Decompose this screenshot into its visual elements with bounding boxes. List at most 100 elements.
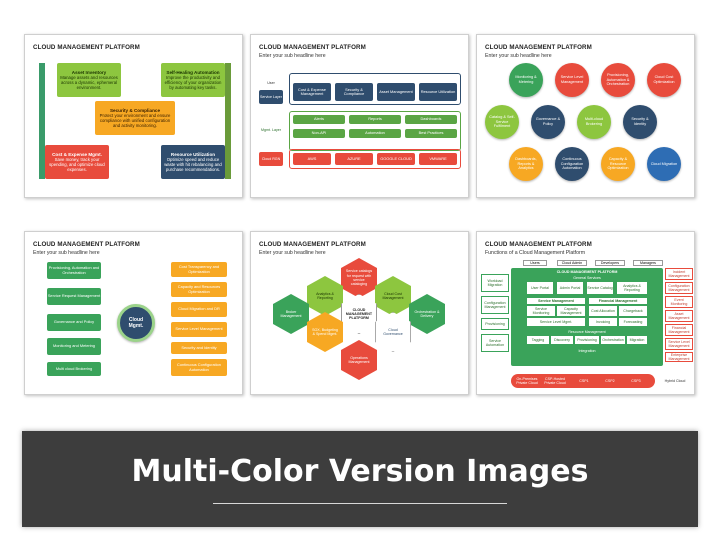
cost-expense-box: Cost & Expense Mgmt. Save money, track y… [45,145,109,179]
slide-title: CLOUD MANAGEMENT PLATFORM [259,241,366,248]
slide-subtitle: Functions of a Cloud Management Platform [485,250,586,256]
google-cloud-cell: GOOGLE CLOUD [377,153,415,165]
left-accent-bar [39,63,45,179]
thumbnail-slide-6[interactable]: CLOUD MANAGEMENT PLATFORM Functions of a… [476,231,695,395]
integration: Integration [578,348,596,353]
slide-title: CLOUD MANAGEMENT PLATFORM [33,44,140,51]
mi-capacity: Capacity Management [557,306,585,316]
user-label: User [267,80,275,85]
mi-forecasting: Forecasting [619,318,647,326]
top-cloud-admin: Cloud Admin [557,260,587,266]
circle-11: Capacity & Resource Optimization [601,147,635,181]
right-event-monitoring: Event Monitoring [665,296,693,308]
slide-subtitle: Enter your sub headline here [259,53,326,59]
hex-broker: Broker Management [273,294,309,334]
left-item-3: Governance and Policy [47,314,101,331]
ri-discovery: Discovery [551,336,573,344]
thumbnail-slide-2[interactable]: CLOUD MANAGEMENT PLATFORM Enter your sub… [250,34,469,198]
mgmt-layer-frame [289,111,461,151]
resource-utilization-box: Resource Utilization Optimize speed and … [161,145,225,179]
resource-management: Resource Management [568,330,606,335]
hex-cloud-cost: Cloud Cost Management [375,276,411,316]
left-item-5: Multi cloud Brokering [47,362,101,376]
right-item-5: Security and Identity [171,342,227,354]
reports-cell: Reports [349,115,401,124]
thumbnail-slide-5[interactable]: CLOUD MANAGEMENT PLATFORM Enter your sub… [250,231,469,395]
hybrid-cloud: Hybrid Cloud [664,378,686,383]
mi-invoicing: Invoicing [589,318,617,326]
ri-migration: Migration [627,336,647,344]
slide-title: CLOUD MANAGEMENT PLATFORM [33,241,140,248]
service-cell-2: Security & Compliance [335,83,373,101]
top-developers: Developers [595,260,625,266]
mgmt-layer-label: Mgmt. Layer [261,127,281,132]
right-item-3: Cloud Migration and DR [171,302,227,317]
mi-service-level: Service Level Mgmt. [527,318,585,326]
right-accent-bar [225,63,231,179]
azure-cell: AZURE [335,153,373,165]
thumbnail-slide-3[interactable]: CLOUD MANAGEMENT PLATFORM Enter your sub… [476,34,695,198]
slide-subtitle: Enter your sub headline here [259,250,326,256]
slide-title: CLOUD MANAGEMENT PLATFORM [259,44,366,51]
left-configuration: Configuration Management [481,296,509,314]
circle-6: Governance & Policy [531,105,565,139]
center-hub: Cloud Mgmt. [117,304,155,342]
cloud-csp3: CSP3 [631,378,641,383]
banner-title: Multi-Color Version Images [131,454,589,489]
left-item-2: Service Request Management [47,288,101,305]
service-layer-frame [289,73,461,105]
cloud-csp-hosted: CSP-Hosted Private Cloud [544,376,566,385]
slide-title: CLOUD MANAGEMENT PLATFORM [485,44,592,51]
slide-subtitle: Enter your sub headline here [485,53,552,59]
hex-orchestration: Orchestration & Delivery [409,294,445,334]
cloud-bar [511,374,655,388]
top-managers: Managers [633,260,663,266]
right-asset: Asset Management [665,310,693,322]
right-financial: Financial Management [665,324,693,336]
asset-inventory-box: Asset Inventory Manage assets and resour… [57,63,121,97]
circle-3: Provisioning, Automation & Orchestration [601,63,635,97]
hex-sox: SOX, Budgeting & Spend Mgmt. [307,312,343,352]
right-item-1: Cost Transparency and Optimization [171,262,227,277]
slide-title: CLOUD MANAGEMENT PLATFORM [485,241,592,248]
dashboards-cell: Dashboards [405,115,457,124]
cloud-csp2: CSP2 [605,378,615,383]
right-configuration: Configuration Management [665,282,693,294]
self-healing-box: Self-Healing Automation Improve the prod… [161,63,225,97]
aws-cell: AWS [293,153,331,165]
financial-management: Financial Management [589,298,647,304]
cloud-on-prem: On-Premises Private Cloud [516,376,538,385]
mi-chargeback: Chargeback [619,306,647,316]
ri-orchestration: Orchestration [601,336,625,344]
thumbnail-slide-4[interactable]: CLOUD MANAGEMENT PLATFORM Enter your sub… [24,231,243,395]
right-enterprise: Enterprise Management [665,352,693,362]
circle-5: Catalog & Self-Service Fulfilment [485,105,519,139]
mi-cost-allocation: Cost Allocation [589,306,617,316]
service-layer-label: Service Layer [259,90,283,104]
ri-tagging: Tagging [527,336,549,344]
circle-10: Continuous Configuration Automation [555,147,589,181]
slide-subtitle: Enter your sub headline here [33,250,100,256]
hex-center: CLOUD MANAGEMENT PLATFORM [341,294,377,334]
top-users: Users [523,260,547,266]
right-item-4: Service Level Management [171,322,227,337]
mi-service-monitoring: Service Monitoring [527,306,555,316]
cloud-layer-frame [289,149,461,169]
hex-service-catalogs: Service catalogs for request with servic… [341,258,377,298]
right-item-6: Continuous Configuration Automation [171,359,227,376]
service-cell-4: Resource Utilization [419,83,457,101]
automation-cell: Automation [349,129,401,138]
circle-4: Cloud Cost Optimization [647,63,681,97]
banner-underline [213,503,507,504]
vmware-cell: VMWARE [419,153,457,165]
hex-analytics: Analytics & Reporting [307,276,343,316]
circle-8: Security & Identity [623,105,657,139]
left-provisioning: Provisioning [481,318,509,330]
general-services: General Services [573,276,601,281]
circle-7: Multi-cloud Brokering [577,105,611,139]
circle-1: Monitoring & Metering [509,63,543,97]
platform-title: CLOUD MANAGEMENT PLATFORM [556,269,618,274]
thumbnail-slide-1[interactable]: CLOUD MANAGEMENT PLATFORM Asset Inventor… [24,34,243,198]
security-compliance-box: Security & Compliance Protect your envir… [95,101,175,135]
left-workload-migration: Workload Migration [481,274,509,292]
